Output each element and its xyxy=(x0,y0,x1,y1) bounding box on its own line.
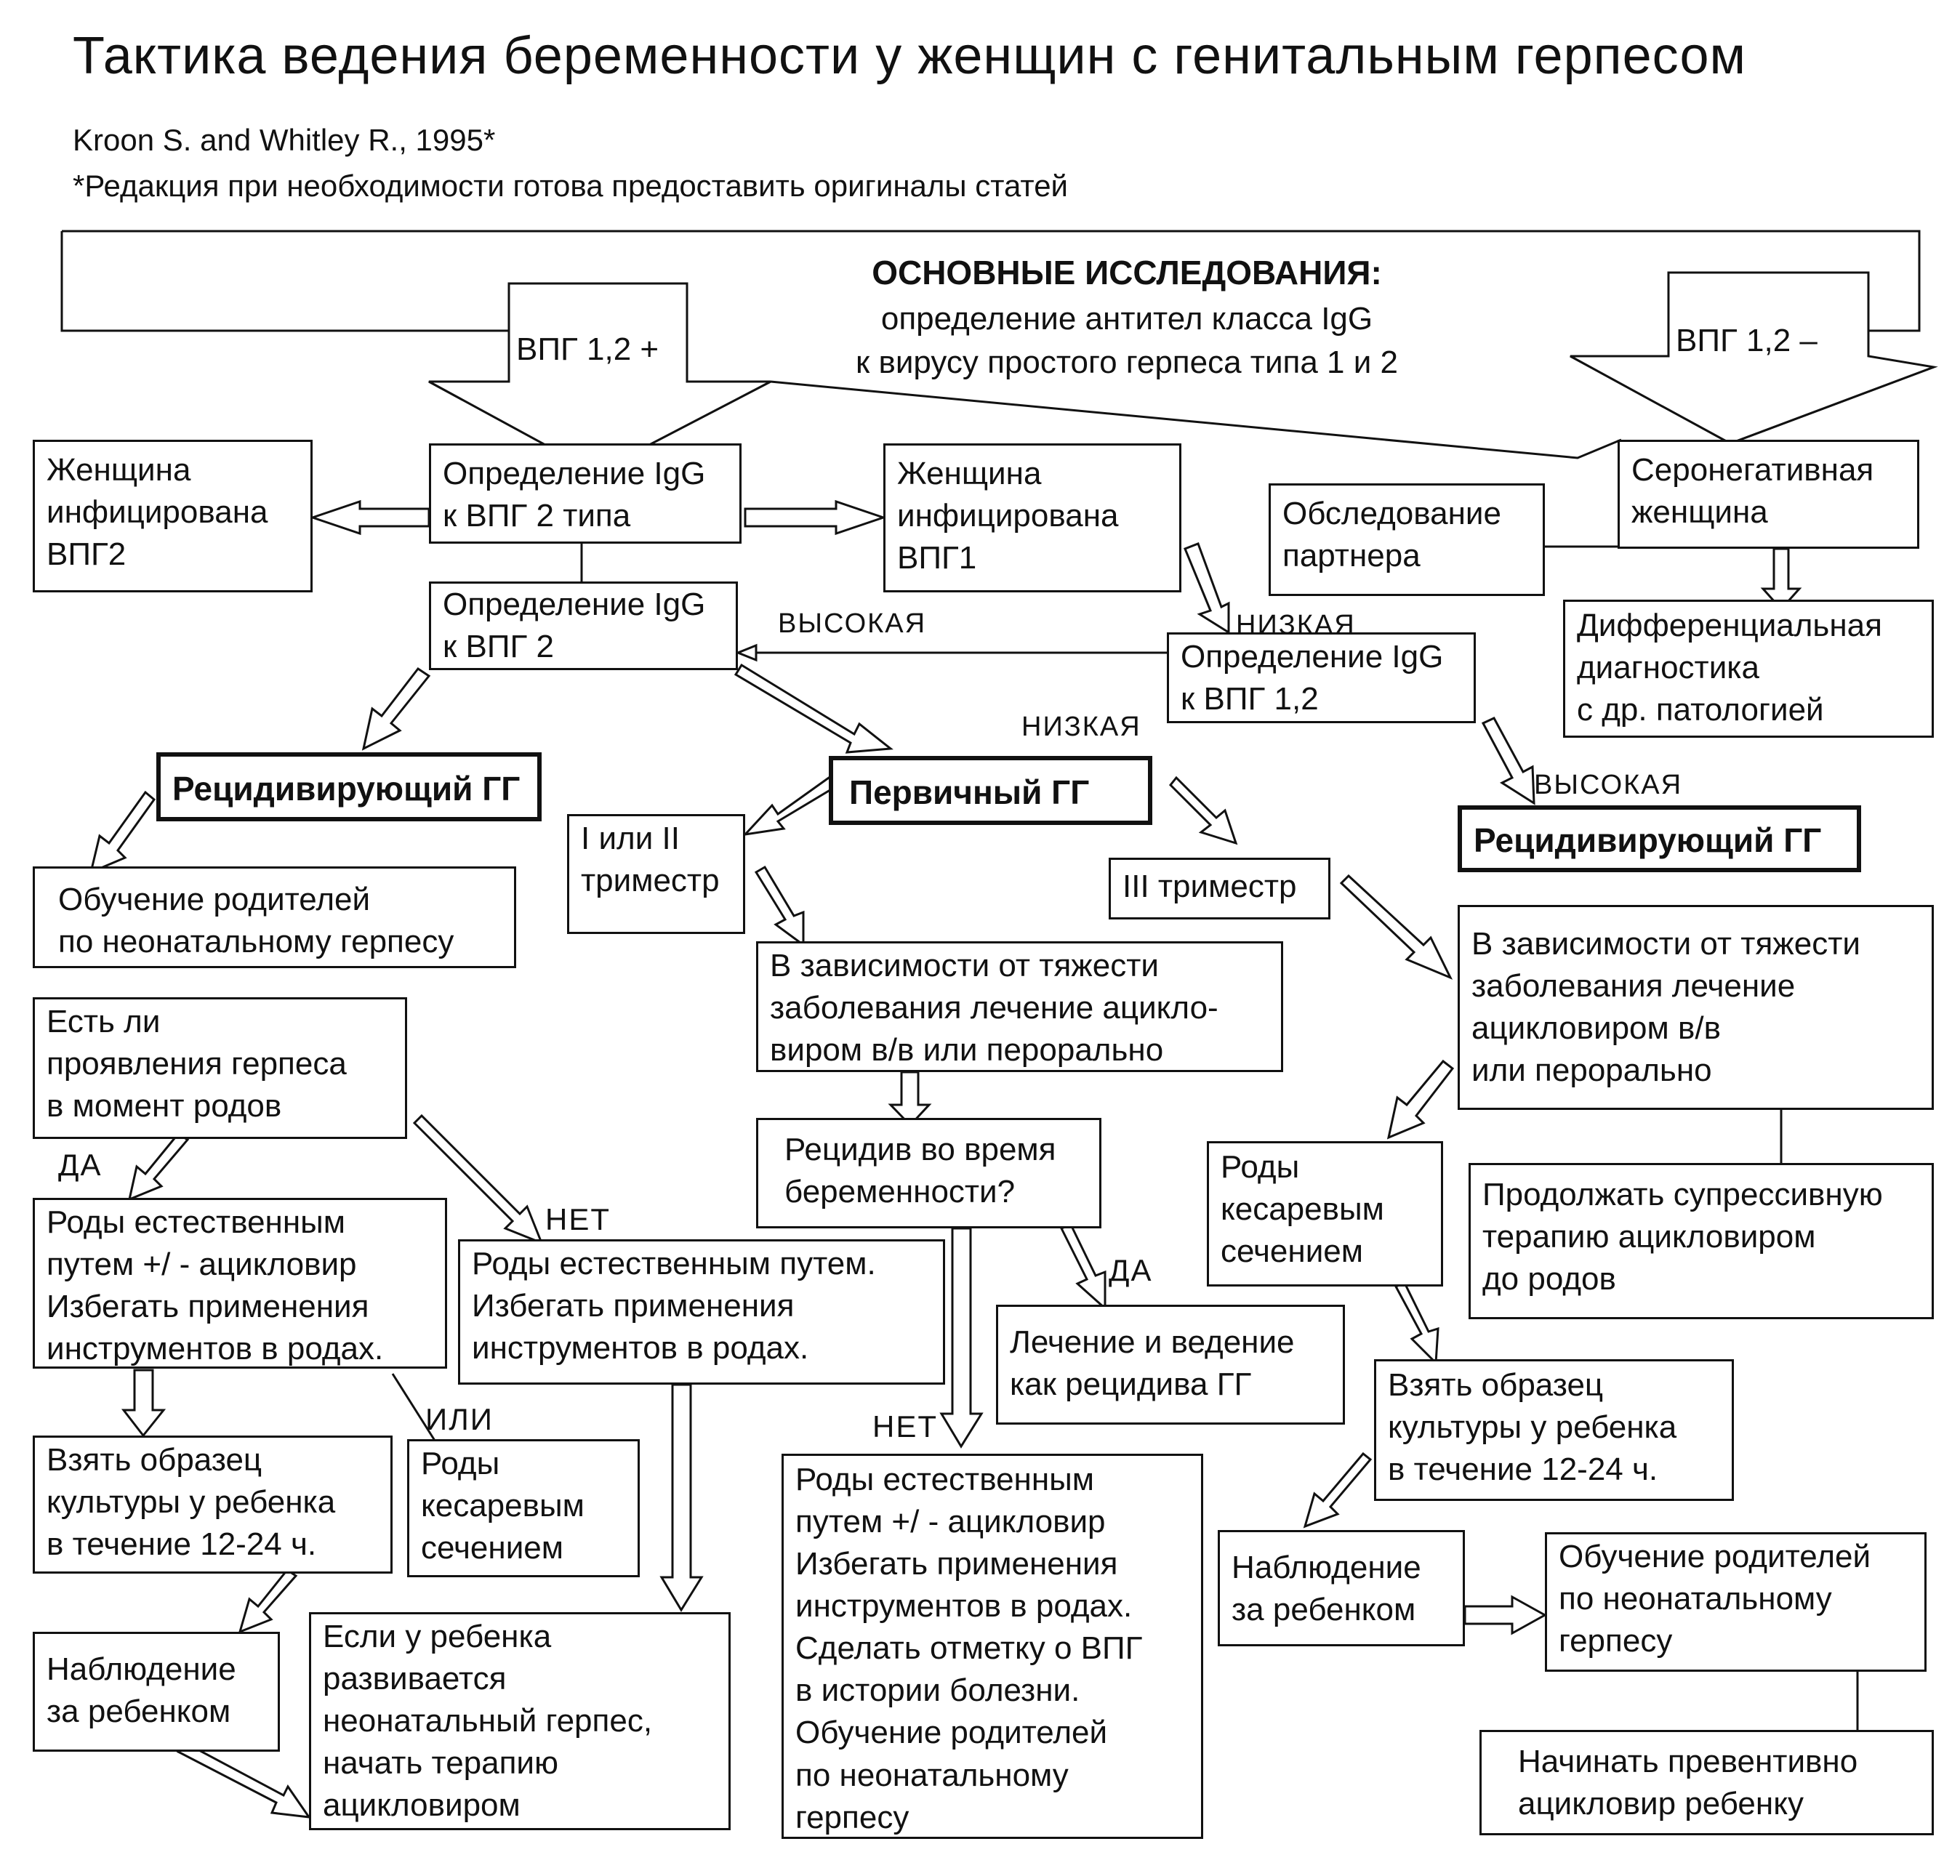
arrow-treatment-to-cesarean xyxy=(1386,1059,1455,1140)
box-natural-birth-acyclovir: Роды естественным путем +/ - ацикловир И… xyxy=(33,1198,447,1369)
label-low-1: НИЗКАЯ xyxy=(1236,610,1356,640)
label-yes-left: ДА xyxy=(58,1148,103,1182)
source-citation: Kroon S. and Whitley R., 1995* xyxy=(73,123,496,157)
arrowhead-to-igg2 xyxy=(734,643,758,662)
box-recurrent-right: Рецидивирующий ГГ xyxy=(1458,805,1861,872)
box-igg-hsv2: Определение IgG к ВПГ 2 xyxy=(429,581,738,670)
main-studies-line2: определение антител класса IgG xyxy=(880,301,1373,337)
box-treatment-mid: В зависимости от тяжести заболевания леч… xyxy=(756,941,1283,1072)
label-high-1: ВЫСОКАЯ xyxy=(778,608,927,639)
hsv-negative-label: ВПГ 1,2 – xyxy=(1676,323,1818,358)
arrow-primary-to-trim3 xyxy=(1168,776,1238,845)
line-or-to-cesarean xyxy=(391,1373,438,1444)
box-if-neonatal: Если у ребенка развивается неонатальный … xyxy=(309,1612,731,1830)
box-trimester-3: III триместр xyxy=(1109,858,1330,919)
arrow-culture-to-observe xyxy=(238,1568,298,1634)
arrow-yes-left xyxy=(127,1132,190,1201)
footnote: *Редакция при необходимости готова предо… xyxy=(73,169,1069,203)
arrow-no-left xyxy=(412,1114,544,1245)
box-relapse-question: Рецидив во время беременности? xyxy=(756,1118,1101,1228)
arrow-primary-to-trim12 xyxy=(742,776,838,837)
box-natural-birth-mid: Роды естественным путем +/ - ацикловир И… xyxy=(782,1454,1203,1839)
box-recurrent-left: Рецидивирующий ГГ xyxy=(156,752,542,821)
box-parents-edu-top: Обучение родителей по неонатальному герп… xyxy=(33,866,516,968)
box-partner-exam: Обследование партнера xyxy=(1269,483,1545,596)
label-high-2: ВЫСОКАЯ xyxy=(1534,770,1683,800)
arrow-igg2-to-primary xyxy=(734,663,893,754)
arrow-igg12-to-recurrent xyxy=(1481,717,1535,805)
arrow-culture-to-observe-right xyxy=(1303,1452,1373,1529)
main-studies-heading: ОСНОВНЫЕ ИССЛЕДОВАНИЯ: xyxy=(872,254,1382,291)
box-culture-right: Взять образец культуры у ребенка в течен… xyxy=(1374,1359,1734,1501)
arrow-trim12-to-treatment xyxy=(754,865,805,947)
page-title: Тактика ведения беременности у женщин с … xyxy=(73,27,1747,85)
arrow-hsv1-to-igg12 xyxy=(1184,542,1230,635)
box-trimester-1-2: I или II триместр xyxy=(567,814,745,934)
main-studies-line3: к вирусу простого герпеса типа 1 и 2 xyxy=(855,345,1399,380)
box-observe-right: Наблюдение за ребенком xyxy=(1218,1530,1465,1646)
arrow-igg2-to-recurrent xyxy=(361,667,431,751)
arrow-relapse-no xyxy=(939,1227,984,1449)
box-parents-edu-right: Обучение родителей по неонатальному герп… xyxy=(1545,1532,1927,1672)
box-igg-hsv12: Определение IgG к ВПГ 1,2 xyxy=(1167,632,1476,723)
box-differential: Дифференциальная диагностика с др. патол… xyxy=(1563,600,1934,738)
label-no-left: НЕТ xyxy=(545,1202,611,1236)
box-infected-hsv1: Женщина инфицирована ВПГ1 xyxy=(883,443,1181,592)
arrow-treatment-to-relapse xyxy=(888,1071,932,1127)
box-cesarean-right: Роды кесаревым сечением xyxy=(1207,1141,1443,1287)
arrow-recurrent-to-edu xyxy=(89,790,156,874)
label-yes-mid: ДА xyxy=(1109,1253,1153,1287)
box-cesarean-left: Роды кесаревым сечением xyxy=(407,1439,640,1577)
arrow-to-hsv2 xyxy=(309,499,430,536)
box-infected-hsv2: Женщина инфицирована ВПГ2 xyxy=(33,440,313,592)
arrow-cesarean-to-culture xyxy=(1394,1281,1439,1366)
box-seronegative: Серонегативная женщина xyxy=(1618,440,1919,549)
arrow-observe-to-edu xyxy=(1463,1595,1548,1635)
box-culture-left: Взять образец культуры у ребенка в течен… xyxy=(33,1436,393,1574)
arrow-hsv-positive xyxy=(428,282,771,474)
box-observe-left: Наблюдение за ребенком xyxy=(33,1632,280,1752)
box-herpes-at-birth: Есть ли проявления герпеса в момент родо… xyxy=(33,997,407,1139)
arrow-to-differential xyxy=(1760,547,1802,611)
box-preventive-acyclovir: Начинать превентивно ацикловир ребенку xyxy=(1479,1730,1934,1835)
hsv-positive-label: ВПГ 1,2 + xyxy=(516,331,659,367)
arrow-natural-to-culture xyxy=(121,1369,166,1438)
box-continue-suppressive: Продолжать супрессивную терапию ациклови… xyxy=(1469,1163,1934,1319)
label-low-2: НИЗКАЯ xyxy=(1021,712,1141,742)
box-treatment-right: В зависимости от тяжести заболевания леч… xyxy=(1458,905,1934,1110)
box-igg-hsv2-type: Определение IgG к ВПГ 2 типа xyxy=(429,443,742,544)
label-no-mid: НЕТ xyxy=(872,1409,938,1444)
arrow-no-to-neonatal xyxy=(659,1383,704,1612)
arrow-to-hsv1 xyxy=(744,499,887,536)
box-primary: Первичный ГГ xyxy=(829,756,1152,825)
label-or: ИЛИ xyxy=(425,1402,494,1436)
top-band-diagonal xyxy=(770,380,1622,459)
box-natural-birth-no: Роды естественным путем. Избегать примен… xyxy=(458,1239,945,1385)
arrow-hsv-negative xyxy=(1570,271,1938,445)
arrow-observe-to-neonatal xyxy=(176,1742,312,1819)
box-treat-as-relapse: Лечение и ведение как рецидива ГГ xyxy=(996,1305,1345,1425)
arrow-relapse-yes xyxy=(1059,1223,1106,1311)
arrow-trim3-to-treatment xyxy=(1339,874,1453,980)
